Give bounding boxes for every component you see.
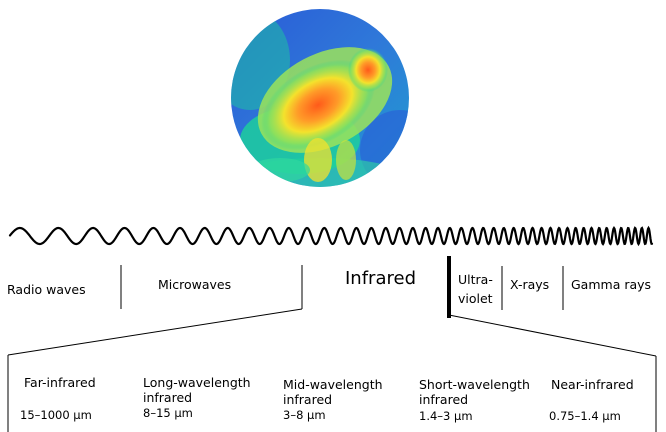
zoom-line-left — [7, 308, 303, 356]
subband-name-far-infrared: Far-infrared — [24, 375, 96, 390]
subband-range-mid-wavelength: 3–8 μm — [283, 408, 326, 422]
subband-range-short-wavelength: 1.4–3 μm — [419, 409, 473, 423]
zoom-line-right — [448, 314, 657, 357]
band-label-gamma-rays: Gamma rays — [571, 277, 652, 292]
band-label-radio-waves: Radio waves — [7, 282, 86, 297]
subband-name-mid-wavelength: Mid-wavelength infrared — [283, 377, 383, 407]
subband-name-near-infrared: Near-infrared — [551, 377, 634, 392]
subband-range-far-infrared: 15–1000 μm — [20, 408, 92, 422]
wavelength-wave — [8, 225, 654, 247]
band-label-microwaves: Microwaves — [158, 277, 232, 292]
band-label-x-rays: X-rays — [510, 277, 550, 292]
band-label-infrared: Infrared — [345, 268, 416, 289]
subband-name-long-wavelength: Long-wavelength infrared — [143, 375, 251, 405]
subband-name-short-wavelength: Short-wavelength infrared — [419, 377, 530, 407]
band-label-ultraviolet: Ultra- violet — [458, 272, 493, 306]
subband-range-long-wavelength: 8–15 μm — [143, 406, 193, 420]
subband-range-near-infrared: 0.75–1.4 μm — [549, 409, 621, 423]
thermal-cat-image — [231, 9, 409, 187]
